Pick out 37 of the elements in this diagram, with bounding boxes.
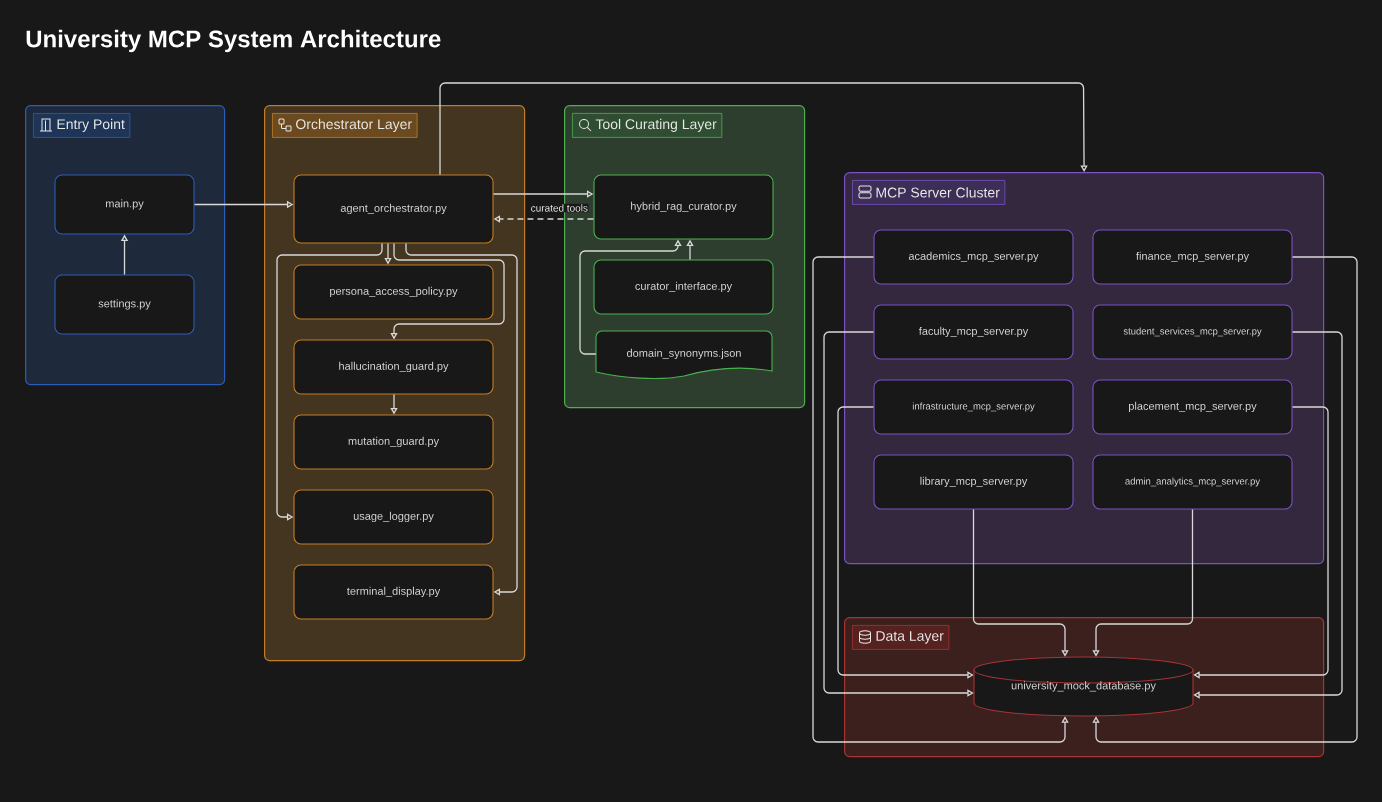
arrow (1193, 331, 1343, 699)
arrow (837, 406, 974, 679)
module-box: student_services_mcp_server.py (1092, 304, 1293, 360)
arrow (276, 242, 383, 521)
module-box: library_mcp_server.py (873, 454, 1074, 510)
arrow (1193, 406, 1329, 679)
module-box: faculty_mcp_server.py (873, 304, 1074, 360)
module-box: settings.py (54, 274, 195, 335)
module-box: hybrid_rag_curator.py (593, 174, 774, 240)
module-box: academics_mcp_server.py (873, 229, 1074, 285)
arrow (1092, 256, 1358, 743)
module-box: mutation_guard.py (293, 414, 494, 470)
module-box: curator_interface.py (593, 259, 774, 315)
arrow (812, 256, 1069, 743)
arrow (439, 82, 1088, 176)
module-box: agent_orchestrator.py (293, 174, 494, 244)
module-box: main.py (54, 174, 195, 235)
arrow (972, 508, 1069, 657)
arrow (405, 242, 518, 596)
module-box: admin_analytics_mcp_server.py (1092, 454, 1293, 510)
database-cylinder: university_mock_database.py (973, 656, 1194, 717)
module-box: infrastructure_mcp_server.py (873, 379, 1074, 435)
module-box: terminal_display.py (293, 564, 494, 620)
title: University MCP System Architecture (26, 29, 441, 53)
module-box: hallucination_guard.py (293, 339, 494, 395)
module-box: placement_mcp_server.py (1092, 379, 1293, 435)
layer-tag: Tool Curating Layer (572, 113, 723, 138)
layer-tag: Orchestrator Layer (272, 113, 418, 138)
layer-tag: Data Layer (852, 625, 950, 650)
layer-tag: MCP Server Cluster (852, 180, 1006, 205)
module-box: usage_logger.py (293, 489, 494, 545)
arrow (823, 331, 974, 697)
module-box: finance_mcp_server.py (1092, 229, 1293, 285)
module-box: persona_access_policy.py (293, 264, 494, 320)
layer-tag: Entry Point (33, 113, 131, 138)
arrow (1092, 508, 1194, 657)
edge-label: curated tools (530, 203, 589, 213)
